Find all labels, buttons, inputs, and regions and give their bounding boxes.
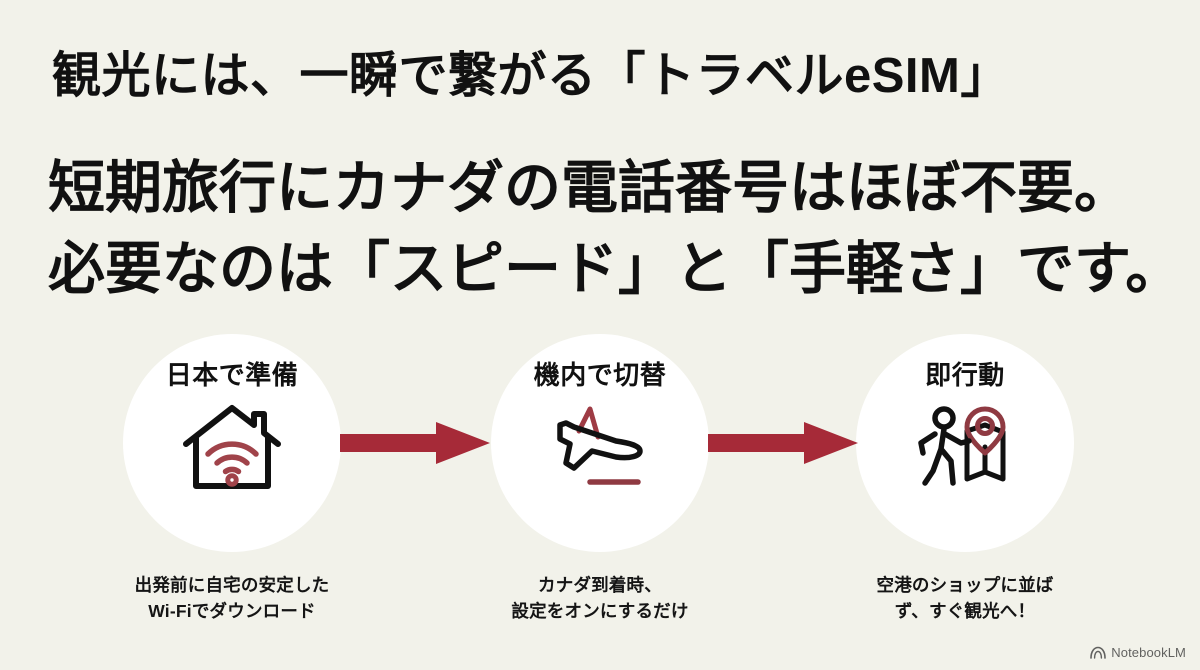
watermark-label: NotebookLM [1111, 645, 1186, 660]
step-1-caption: 出発前に自宅の安定した Wi-Fiでダウンロード [82, 572, 382, 625]
step-1-label: 日本で準備 [165, 360, 299, 390]
step-3-caption: 空港のショップに並ば ず、すぐ観光へ！ [815, 572, 1115, 625]
step-1-circle: 日本で準備 [123, 334, 341, 552]
headline-line-2: 必要なのは「スピード」と「手軽さ」です。 [48, 236, 1183, 301]
step-3-label: 即行動 [925, 360, 1005, 390]
house-wifi-icon [178, 398, 286, 494]
watermark: NotebookLM [1090, 645, 1186, 660]
step-2-caption: カナダ到着時、 設定をオンにするだけ [450, 572, 750, 625]
step-item-2: 機内で切替 カナダ到着時、 設定をオンにするだけ [450, 334, 750, 625]
slide-title: 観光には、一瞬で繋がる「トラベルeSIM」 [52, 49, 1010, 103]
step-1-caption-line-1: 出発前に自宅の安定した [134, 575, 330, 595]
step-item-3: 即行動 空港のショップに並ば [815, 334, 1115, 625]
step-1-caption-line-2: Wi-Fiでダウンロード [148, 601, 316, 622]
step-2-caption-line-1: カナダ到着時、 [538, 575, 662, 595]
walking-person-map-pin-icon [911, 398, 1019, 494]
airplane-takeoff-icon [546, 398, 654, 494]
notebooklm-logo-icon [1090, 646, 1107, 660]
headline-line-1: 短期旅行にカナダの電話番号はほぼ不要。 [48, 156, 1131, 220]
steps-row: 日本で準備 出発前に自宅の安定した Wi-Fiでダウ [0, 334, 1200, 624]
step-3-circle: 即行動 [856, 334, 1074, 552]
step-2-circle: 機内で切替 [491, 334, 709, 552]
arrow-step2-to-step3-icon [708, 422, 858, 464]
step-2-label: 機内で切替 [533, 360, 667, 390]
step-3-caption-line-2: ず、すぐ観光へ！ [894, 601, 1036, 622]
slide-headline: 短期旅行にカナダの電話番号はほぼ不要。 必要なのは「スピード」と「手軽さ」です。 [48, 148, 1182, 310]
step-2-caption-line-2: 設定をオンにするだけ [511, 601, 689, 622]
step-3-caption-line-1: 空港のショップに並ば [876, 575, 1054, 595]
arrow-step1-to-step2-icon [340, 422, 490, 464]
step-item-1: 日本で準備 出発前に自宅の安定した Wi-Fiでダウ [82, 334, 382, 625]
